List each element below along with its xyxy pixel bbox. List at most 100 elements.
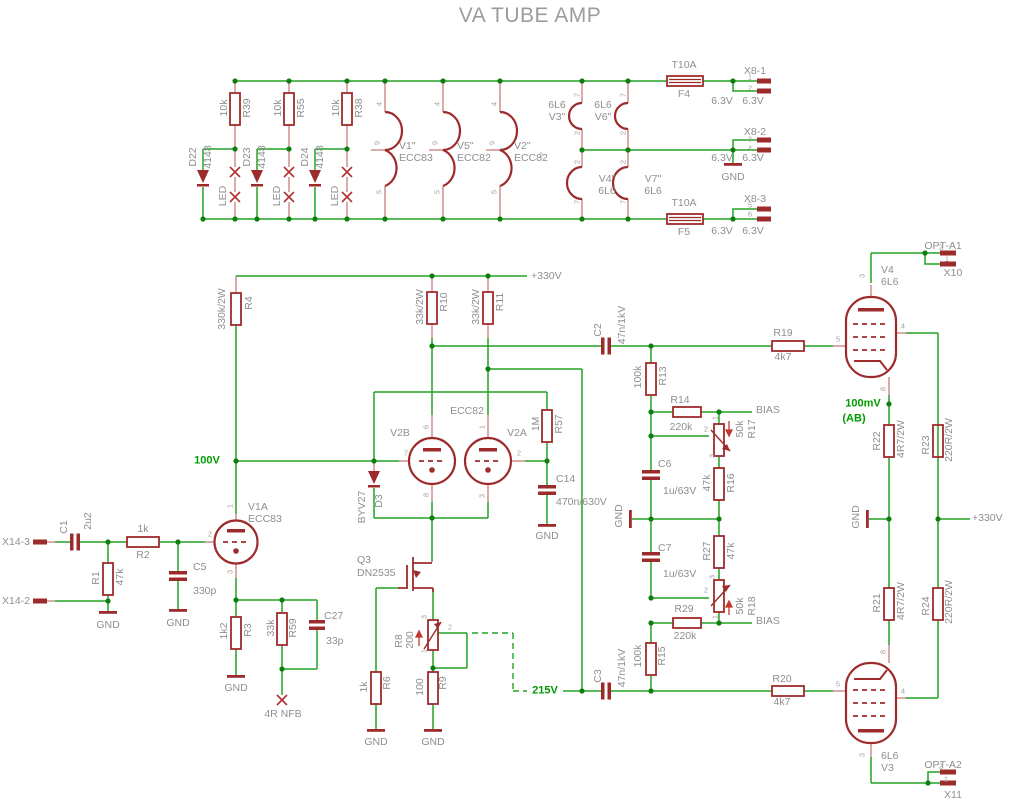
label-r38-name: R38 [352,98,365,118]
label-v5-heater-value: ECC82 [457,151,491,164]
label-x8-3-pin6: 6 [747,209,753,219]
cap-c7 [642,552,660,562]
tube-v3-cathode [854,669,888,680]
connector-x10-pads [940,250,956,267]
label-net-ab: (AB) [842,412,866,425]
label-v3-pin3: 3 [857,752,867,758]
gnd-bar-r1 [99,611,117,614]
label-r18-pin2: 2 [703,585,709,595]
label-x8-2-name: X8-2 [743,125,767,138]
label-r9-gnd: GND [421,735,445,748]
label-r21-value: 4R7/2W [894,582,907,620]
label-r29-name: R29 [674,602,694,615]
resistor-r3 [230,616,242,650]
label-v2b-name: V2B [390,426,410,439]
label-r38-value: 10k [329,99,342,117]
fuse-f4 [666,75,704,87]
label-r27-name: R27 [700,541,713,561]
resistor-r39 [229,92,241,126]
label-v2-heater-pin4: 4 [489,101,499,107]
label-r17-pin2: 2 [703,424,709,434]
cap-c5 [169,571,187,581]
label-x8-2-net-b: 6.3V [742,151,764,164]
label-r10-value: 33k/2W [413,289,426,325]
label-v2a-name: V2A [507,426,527,439]
label-x8-3-pin5: 5 [747,200,753,210]
resistor-r29 [672,617,702,629]
heater-v7 [611,165,629,201]
preset-arrows-layer [414,421,734,646]
trimmer-r8-arrowhead [434,622,441,629]
tube-v3-symbol [844,661,898,745]
label-v7-heater-value: 6L6 [644,184,662,197]
label-v6-heater-pin7: 7 [618,92,628,98]
tube-v1a-symbol [213,519,259,565]
label-r1-name: R1 [89,571,102,585]
label-r55-name: R55 [294,98,307,118]
tube-v2b-plate [423,448,441,452]
label-v7-heater-pin7: 7 [618,199,628,205]
trimmer-r17-arrowhead [722,444,730,451]
tube-v2b-cathode [429,467,435,473]
label-c14-name: C14 [556,472,576,485]
label-r23-name: R23 [919,435,932,455]
diode-d24 [309,170,321,187]
cap-c14 [538,485,556,495]
label-d23-name: D23 [240,147,253,167]
resistor-r4 [230,292,242,326]
label-c7-value: 1u/63V [663,567,697,580]
connector-x8-1-pads [757,78,771,94]
label-v3-heater-pin2: 2 [572,130,582,136]
label-r10-name: R10 [437,292,450,312]
label-v7-heater-pin2: 2 [618,159,628,165]
label-c6-value: 1u/63V [663,484,697,497]
label-v5-heater-pin5: 5 [432,189,442,195]
resistor-r19 [771,340,805,352]
crosses-layer [229,166,353,706]
label-r8-pin3: 3 [419,614,429,620]
label-net-100v: 100V [194,454,220,467]
label-v3-pin8: 8 [878,649,888,655]
label-r6-gnd: GND [364,735,388,748]
tube-v2b-symbol [407,436,457,486]
label-r1-value: 47k [113,568,126,586]
label-v2-heater-pin9: 9 [487,140,497,146]
label-opt-a2-name: OPT-A2 [924,758,962,771]
label-v1a-pin2: 2 [207,529,213,539]
label-v6-heater-pin2: 2 [618,130,628,136]
label-nfb-label: 4R NFB [264,707,302,720]
label-c5-gnd: GND [166,616,190,629]
label-r39-name: R39 [240,98,253,118]
resistor-r10 [426,291,438,325]
label-r17-value: 50k [733,420,746,438]
label-v1-heater-name: V1" [399,139,416,152]
trimmer-r18-arrowhead [722,585,730,592]
trimmer-r8 [427,619,439,651]
label-x8-2-pin3: 3 [747,134,753,144]
label-v4-heater-pin2: 2 [572,159,582,165]
label-led2-label: LED [270,185,283,207]
label-v1-heater-pin5: 5 [374,189,384,195]
cap-c2 [601,337,611,355]
label-x8-2-net-a: 6.3V [711,151,733,164]
resistor-r9 [427,671,439,705]
diode-d3 [368,471,380,488]
label-r27-value: 47k [724,542,737,560]
resistor-r55 [283,92,295,126]
tube-v1a-plate [227,529,245,533]
label-r23-value: 220R/2W [942,418,955,462]
set-point-dashed-wire [472,632,527,692]
label-r3-value: 1k2 [217,622,230,640]
label-r15-name: R15 [655,646,668,666]
label-x8-1-pin1: 1 [747,72,753,82]
heater-v3 [567,101,583,131]
label-x8-1-pin2: 2 [747,83,753,93]
label-r39-value: 10k [217,99,230,117]
resistor-r15 [645,642,657,676]
label-v2b-pin8: 8 [421,492,431,498]
label-x10-pin2: 2 [938,242,944,252]
label-v2a-pin2: 2 [516,448,522,458]
label-c27-name: C27 [324,609,344,622]
label-v1-heater-pin4: 4 [374,101,384,107]
label-r19-value: 4k7 [774,350,792,363]
